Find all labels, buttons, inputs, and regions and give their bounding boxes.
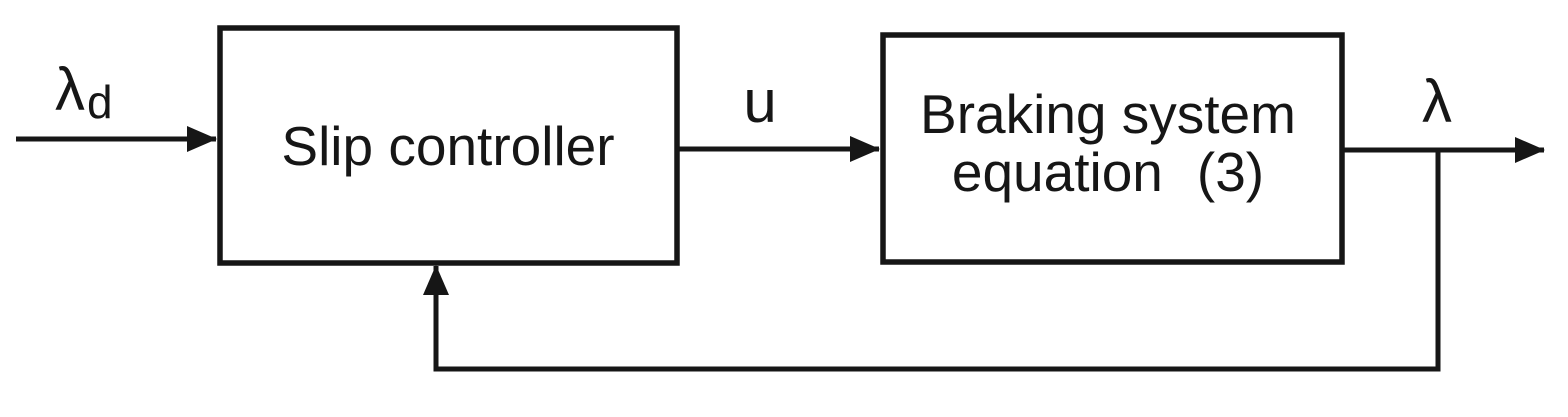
braking-system-label-line1: Braking system <box>920 83 1296 145</box>
slip-controller-label: Slip controller <box>281 115 614 177</box>
braking-system-label-line2: equation (3) <box>952 141 1264 203</box>
braking-system-box <box>880 32 1345 265</box>
control-signal-label: u <box>743 68 776 135</box>
braking-system-label-word: equation <box>952 141 1163 203</box>
slip-controller-box <box>217 25 680 266</box>
feedback-path <box>423 152 1441 372</box>
lambda-subscript: d <box>87 76 113 128</box>
output-signal-label: λ <box>1422 68 1452 135</box>
equation-ref: (3) <box>1197 141 1264 203</box>
lambda-symbol: λ <box>55 56 85 123</box>
input-signal-label: λd <box>55 56 113 128</box>
